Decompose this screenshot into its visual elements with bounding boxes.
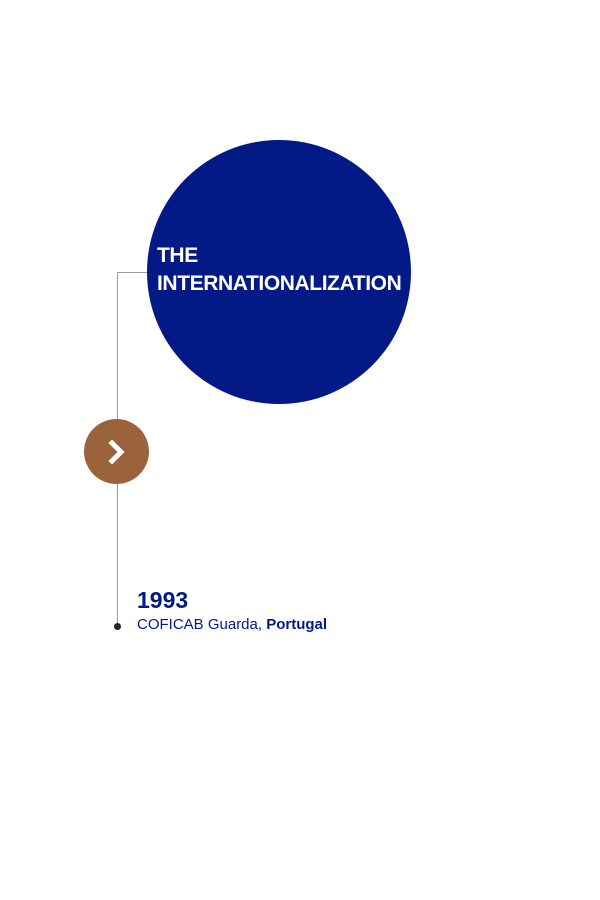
section-title-line-2: INTERNATIONALIZATION xyxy=(157,272,402,295)
milestone-location: COFICAB Guarda, Portugal xyxy=(137,615,327,635)
timeline-dot xyxy=(114,623,121,630)
section-title: THE INTERNATIONALIZATION xyxy=(157,242,402,298)
milestone-country: Portugal xyxy=(266,616,328,633)
milestone-year: 1993 xyxy=(137,587,189,613)
section-title-line-1: THE xyxy=(157,244,198,267)
next-button[interactable] xyxy=(84,419,149,484)
milestone-company: COFICAB Guarda, xyxy=(137,616,267,633)
hero-circle xyxy=(147,140,411,404)
timeline-connector xyxy=(117,272,157,273)
timeline-milestone: 1993 COFICAB Guarda, Portugal xyxy=(137,587,327,635)
chevron-right-icon xyxy=(107,439,125,464)
